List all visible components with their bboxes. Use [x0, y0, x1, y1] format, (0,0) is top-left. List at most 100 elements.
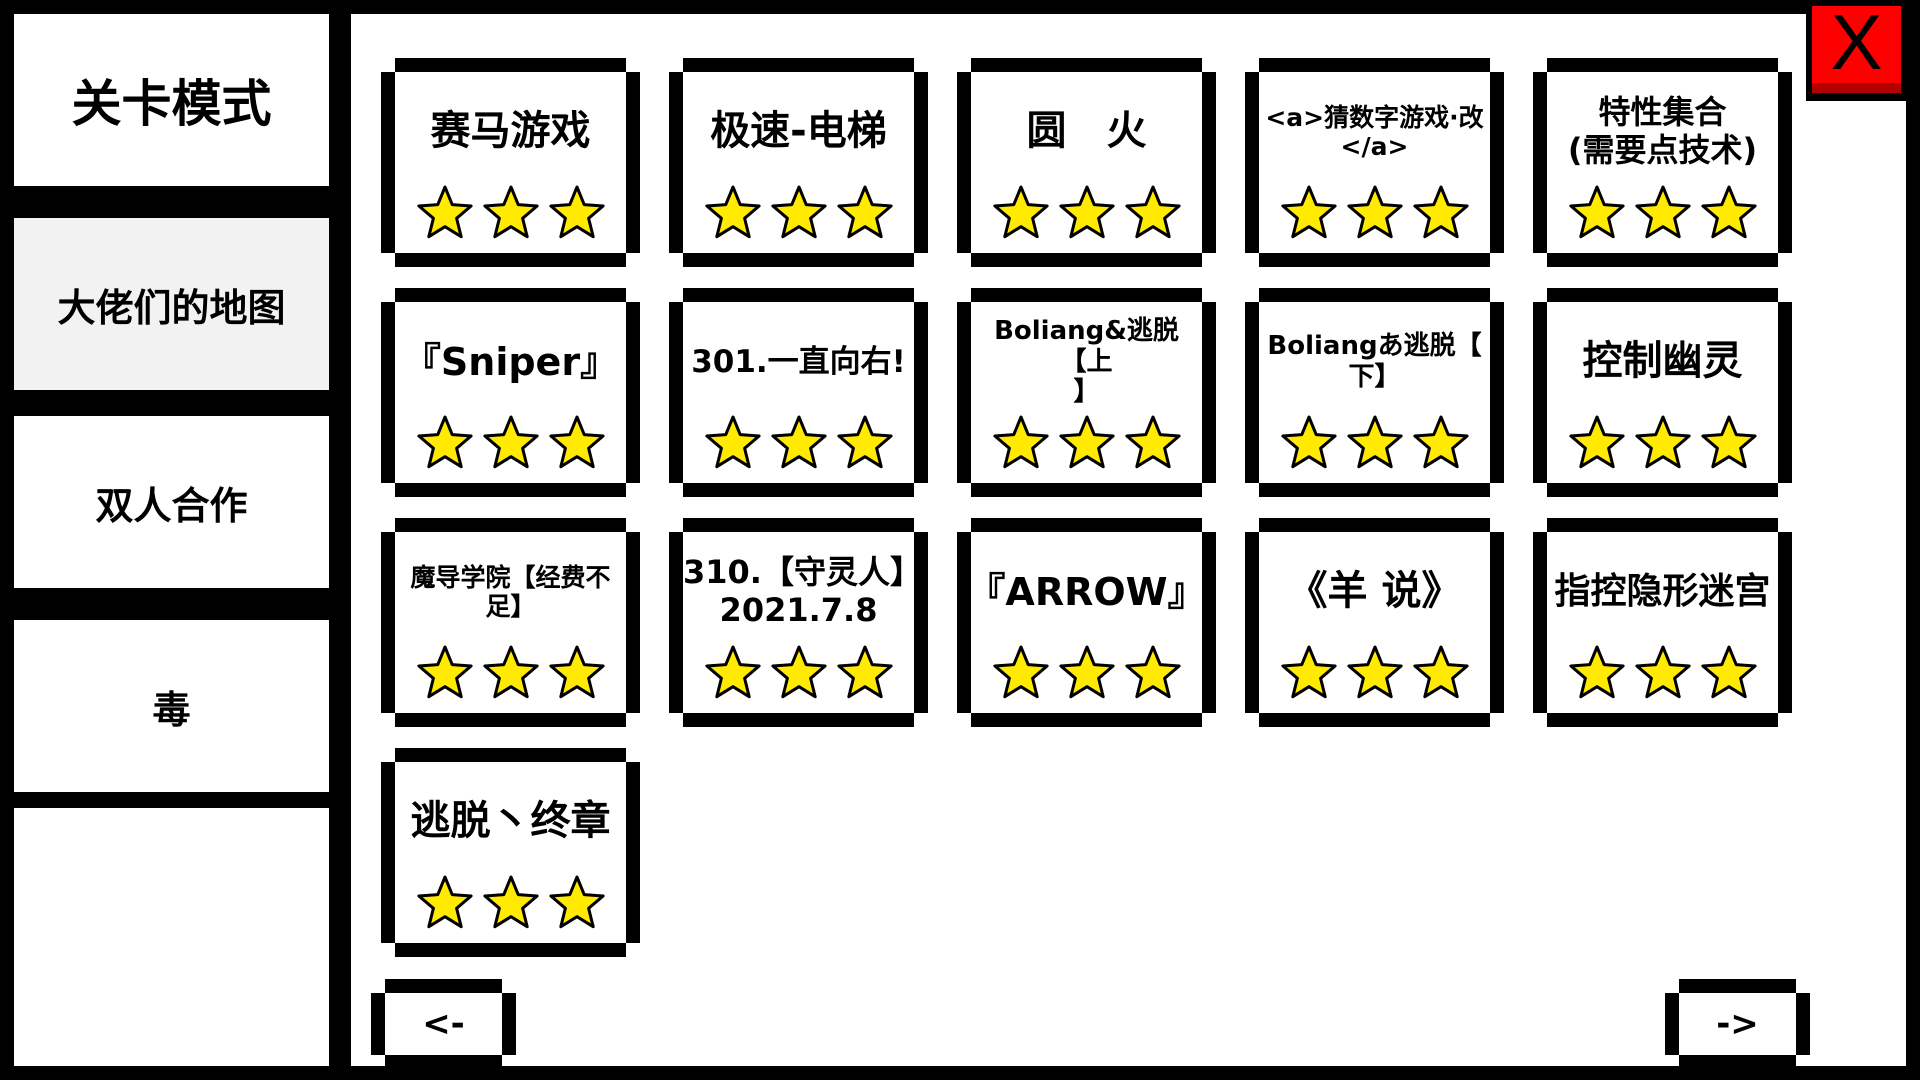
- sidebar-item-poison[interactable]: 毒: [14, 620, 329, 792]
- level-card[interactable]: 指控隐形迷宫: [1533, 518, 1792, 727]
- star-icon: [416, 415, 473, 469]
- level-card[interactable]: <a>猜数字游戏·改 </a>: [1245, 58, 1504, 267]
- level-title-line: Boliang&逃脱【上: [994, 315, 1179, 377]
- star-rating: [1547, 414, 1778, 474]
- star-icon: [548, 185, 605, 239]
- level-title-line: 『Sniper』: [402, 339, 619, 384]
- star-icon: [482, 875, 539, 929]
- level-card[interactable]: 赛马游戏: [381, 58, 640, 267]
- star-icon: [1124, 415, 1181, 469]
- level-title: 指控隐形迷宫: [1547, 532, 1778, 652]
- prev-page-button[interactable]: <-: [371, 979, 516, 1069]
- level-title: 310.【守灵人】 2021.7.8: [683, 532, 922, 652]
- sidebar-item-label: 双人合作: [95, 483, 248, 528]
- star-icon: [548, 645, 605, 699]
- next-page-button[interactable]: ->: [1665, 979, 1810, 1069]
- star-rating: [1547, 184, 1778, 244]
- level-card[interactable]: 控制幽灵: [1533, 288, 1792, 497]
- category-sidebar: 关卡模式 大佬们的地图 双人合作 毒: [0, 0, 350, 1080]
- star-icon: [482, 415, 539, 469]
- sidebar-item-label: 毒: [152, 687, 191, 732]
- prev-page-label: <-: [422, 1004, 465, 1044]
- level-title-line: 魔导学院【经费不: [410, 562, 611, 592]
- star-icon: [770, 185, 827, 239]
- star-icon: [836, 645, 893, 699]
- level-title-line: 逃脱丶终章: [410, 798, 611, 845]
- level-card[interactable]: 逃脱丶终章: [381, 748, 640, 957]
- level-title-line: 足】: [485, 592, 536, 621]
- star-icon: [1124, 185, 1181, 239]
- level-title-line: 2021.7.8: [719, 591, 878, 629]
- star-rating: [395, 414, 626, 474]
- level-title-line: </a>: [1340, 132, 1409, 161]
- star-icon: [1412, 415, 1469, 469]
- level-title-line: 】: [1073, 377, 1100, 408]
- close-icon: X: [1830, 0, 1883, 86]
- star-icon: [416, 875, 473, 929]
- star-icon: [704, 185, 761, 239]
- star-icon: [1634, 185, 1691, 239]
- level-title-line: Boliangあ逃脱【: [1267, 331, 1482, 362]
- level-title-line: 301.一直向右!: [691, 343, 906, 380]
- star-icon: [992, 415, 1049, 469]
- sidebar-item-co-op[interactable]: 双人合作: [14, 416, 329, 588]
- level-card[interactable]: Boliang&逃脱【上 】: [957, 288, 1216, 497]
- level-title: 『ARROW』: [967, 532, 1205, 652]
- star-rating: [971, 644, 1202, 704]
- level-card[interactable]: 极速-电梯: [669, 58, 928, 267]
- star-icon: [1412, 185, 1469, 239]
- level-title-line: (需要点技术): [1567, 131, 1758, 169]
- sidebar-item-level-mode[interactable]: 关卡模式: [14, 14, 329, 186]
- level-card[interactable]: Boliangあ逃脱【 下】: [1245, 288, 1504, 497]
- star-icon: [548, 415, 605, 469]
- star-rating: [683, 184, 914, 244]
- star-icon: [1700, 645, 1757, 699]
- level-card[interactable]: 『ARROW』: [957, 518, 1216, 727]
- star-icon: [1124, 645, 1181, 699]
- level-title-line: <a>猜数字游戏·改: [1265, 102, 1484, 132]
- level-title: 301.一直向右!: [683, 302, 914, 422]
- level-card[interactable]: 特性集合 (需要点技术): [1533, 58, 1792, 267]
- star-icon: [704, 415, 761, 469]
- star-rating: [1259, 414, 1490, 474]
- level-title: 赛马游戏: [395, 72, 626, 192]
- star-icon: [1568, 645, 1625, 699]
- star-rating: [1259, 184, 1490, 244]
- level-card[interactable]: 301.一直向右!: [669, 288, 928, 497]
- level-card[interactable]: 圆 火: [957, 58, 1216, 267]
- level-card[interactable]: 魔导学院【经费不 足】: [381, 518, 640, 727]
- star-icon: [770, 645, 827, 699]
- level-title: 逃脱丶终章: [395, 762, 626, 882]
- level-title: 控制幽灵: [1547, 302, 1778, 422]
- level-title: 『Sniper』: [395, 302, 626, 422]
- level-card[interactable]: 『Sniper』: [381, 288, 640, 497]
- star-icon: [1700, 185, 1757, 239]
- level-title-line: 圆 火: [1026, 108, 1147, 155]
- star-icon: [1280, 185, 1337, 239]
- star-rating: [395, 874, 626, 934]
- level-card[interactable]: 《羊 说》: [1245, 518, 1504, 727]
- level-title-line: 特性集合: [1598, 93, 1727, 132]
- sidebar-item-label: 关卡模式: [71, 75, 272, 133]
- star-icon: [1346, 415, 1403, 469]
- sidebar-item-empty[interactable]: [14, 808, 329, 1066]
- star-icon: [1634, 645, 1691, 699]
- star-icon: [1568, 415, 1625, 469]
- star-icon: [548, 875, 605, 929]
- level-title: 魔导学院【经费不 足】: [395, 532, 626, 652]
- level-title-line: 极速-电梯: [710, 108, 887, 155]
- level-title: 圆 火: [971, 72, 1202, 192]
- star-icon: [1346, 645, 1403, 699]
- star-icon: [1568, 185, 1625, 239]
- star-icon: [836, 415, 893, 469]
- level-title: 《羊 说》: [1259, 532, 1490, 652]
- level-title: 特性集合 (需要点技术): [1547, 72, 1778, 192]
- level-title-line: 『ARROW』: [967, 569, 1206, 614]
- star-icon: [416, 645, 473, 699]
- sidebar-item-community-maps[interactable]: 大佬们的地图: [14, 218, 329, 390]
- next-page-label: ->: [1716, 1004, 1759, 1044]
- level-title: Boliang&逃脱【上 】: [971, 302, 1202, 422]
- close-button[interactable]: X: [1806, 0, 1907, 101]
- level-card[interactable]: 310.【守灵人】 2021.7.8: [669, 518, 928, 727]
- star-icon: [482, 185, 539, 239]
